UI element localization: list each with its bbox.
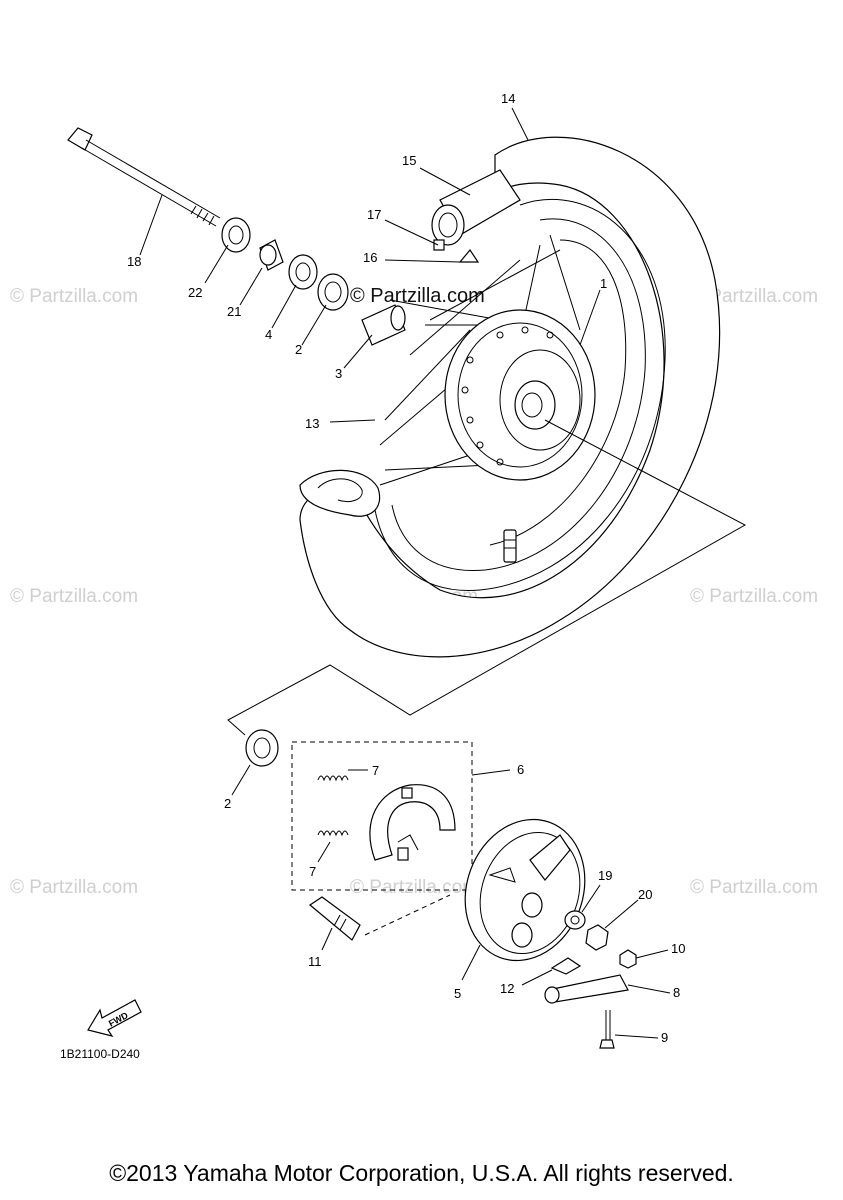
watermark: © Partzilla.com bbox=[10, 586, 138, 607]
hub bbox=[444, 309, 596, 481]
callout-labels: 14 15 17 16 1 18 22 21 4 2 3 13 2 7 7 6 … bbox=[127, 91, 685, 1045]
callout-20: 20 bbox=[638, 887, 652, 902]
callout-18: 18 bbox=[127, 254, 141, 269]
watermark: © Partzilla.com bbox=[690, 286, 818, 307]
callout-16: 16 bbox=[363, 250, 377, 265]
callout-1: 1 bbox=[600, 276, 607, 291]
bearing-lower bbox=[245, 729, 279, 767]
callout-2: 2 bbox=[295, 342, 302, 357]
callout-19: 19 bbox=[598, 868, 612, 883]
spring bbox=[317, 830, 349, 837]
copyright-notice: ©2013 Yamaha Motor Corporation, U.S.A. A… bbox=[109, 1160, 734, 1186]
callout-5: 5 bbox=[454, 986, 461, 1001]
bearing bbox=[317, 273, 349, 311]
callout-7: 7 bbox=[309, 864, 316, 879]
indicator-plate bbox=[550, 957, 582, 975]
callout-8: 8 bbox=[673, 985, 680, 1000]
parts-diagram: © Partzilla.com © Partzilla.com © Partzi… bbox=[10, 91, 818, 1061]
leader-lines bbox=[139, 107, 671, 1039]
axle-nut bbox=[585, 924, 609, 951]
callout-15: 15 bbox=[402, 153, 416, 168]
camshaft bbox=[308, 896, 361, 941]
callout-22: 22 bbox=[188, 285, 202, 300]
watermark: © Partzilla.com bbox=[10, 877, 138, 898]
tire bbox=[299, 136, 721, 658]
valve-stem bbox=[503, 529, 517, 563]
axle bbox=[67, 127, 221, 227]
lever-bolt bbox=[599, 1010, 615, 1049]
callout-2: 2 bbox=[224, 796, 231, 811]
tire-section bbox=[299, 469, 381, 517]
callout-17: 17 bbox=[367, 207, 381, 222]
callout-21: 21 bbox=[227, 304, 241, 319]
callout-14: 14 bbox=[501, 91, 515, 106]
watermark-center: © Partzilla.com bbox=[350, 285, 485, 307]
callout-3: 3 bbox=[335, 366, 342, 381]
callout-9: 9 bbox=[661, 1030, 668, 1045]
washer bbox=[564, 910, 586, 930]
spacer bbox=[259, 239, 284, 271]
brake-panel bbox=[464, 818, 586, 962]
diagram-code: 1B21100-D240 bbox=[60, 1047, 140, 1061]
rim-band-clip bbox=[433, 239, 445, 251]
spring bbox=[317, 775, 349, 782]
watermark: © Partzilla.com bbox=[690, 877, 818, 898]
rim bbox=[374, 198, 666, 591]
watermark: © Partzilla.com bbox=[10, 286, 138, 307]
callout-6: 6 bbox=[517, 762, 524, 777]
brake-assembly bbox=[245, 729, 637, 1049]
callout-11: 11 bbox=[308, 954, 322, 969]
brake-shoes bbox=[369, 784, 456, 861]
spacer-flange bbox=[361, 304, 406, 346]
brake-shoe-kit-box bbox=[291, 741, 473, 891]
callout-12: 12 bbox=[500, 981, 514, 996]
tube bbox=[431, 169, 521, 246]
callout-7: 7 bbox=[372, 763, 379, 778]
cam-lever bbox=[544, 974, 629, 1004]
axle-group bbox=[67, 127, 406, 346]
callout-13: 13 bbox=[305, 416, 319, 431]
rim-inner bbox=[391, 218, 646, 572]
callout-4: 4 bbox=[265, 327, 272, 342]
nipple bbox=[458, 248, 480, 263]
lever-nut bbox=[619, 949, 637, 969]
watermark: © Partzilla.com bbox=[350, 877, 478, 898]
fwd-arrow-icon: FWD bbox=[87, 999, 142, 1037]
watermark: © Partzilla.com bbox=[690, 586, 818, 607]
collar bbox=[221, 217, 251, 253]
wheel-assembly bbox=[227, 136, 747, 736]
oil-seal bbox=[288, 254, 318, 290]
callout-10: 10 bbox=[671, 941, 685, 956]
